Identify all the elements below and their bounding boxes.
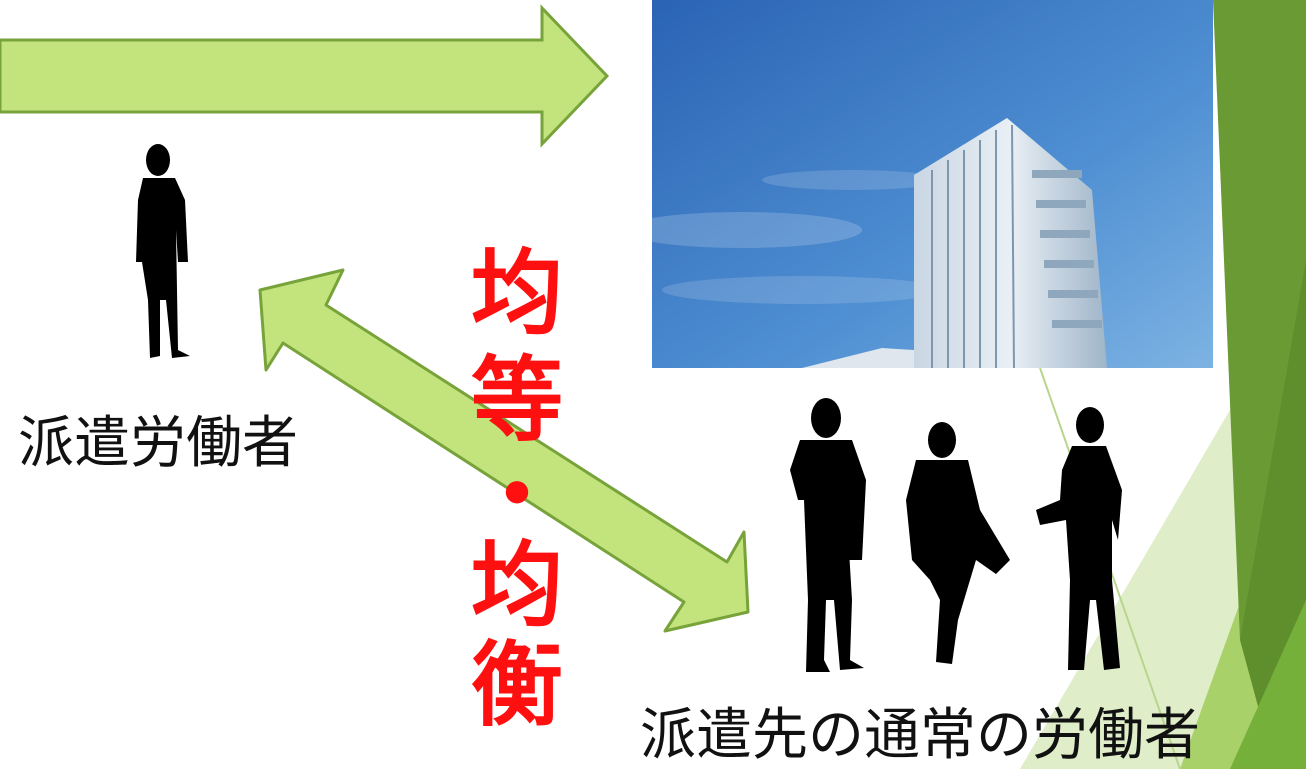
standing-man-silhouette-icon xyxy=(136,144,190,358)
deco-triangle-green xyxy=(1230,600,1306,769)
double-headed-arrow xyxy=(258,268,750,633)
vertical-char-5: 衡 xyxy=(470,632,563,739)
dispatched-worker-label: 派遣労働者 xyxy=(18,411,298,476)
vertical-char-4: 均 xyxy=(470,532,563,639)
office-tower-image xyxy=(652,0,1213,368)
vertical-char-3: ・ xyxy=(470,442,563,549)
building-photo xyxy=(652,0,1213,368)
client-regular-workers-label: 派遣先の通常の労働者 xyxy=(640,703,1200,768)
top-right-arrow xyxy=(0,4,610,148)
vertical-char-2: 等 xyxy=(470,347,563,454)
vertical-char-1: 均 xyxy=(470,240,563,347)
three-businesspeople-silhouette-icon xyxy=(790,398,1122,672)
